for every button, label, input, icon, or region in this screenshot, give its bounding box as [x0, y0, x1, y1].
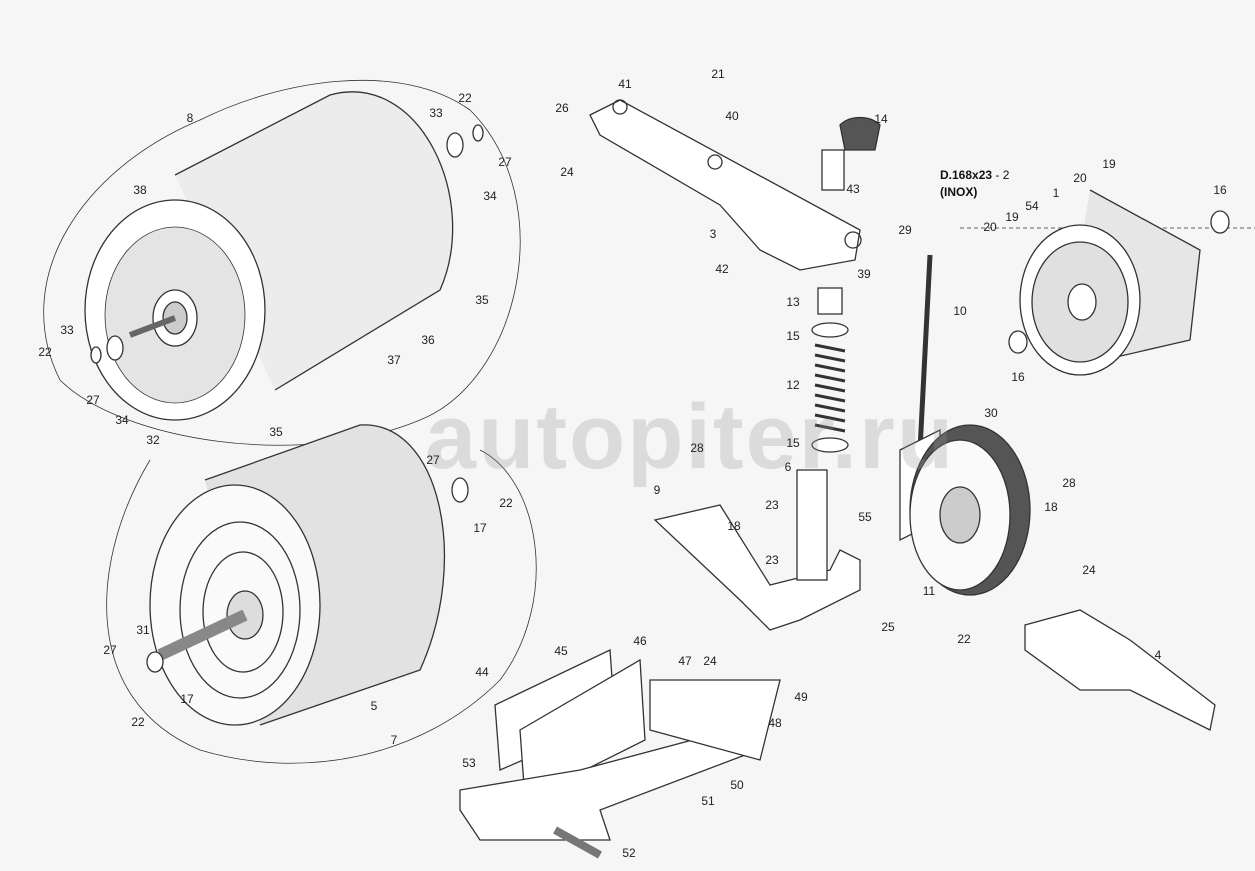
- callout: 52: [622, 846, 636, 860]
- roller-7: [146, 424, 469, 726]
- callout: 12: [786, 378, 800, 392]
- callout: 15: [786, 436, 800, 450]
- callout: 53: [462, 756, 476, 770]
- callout: 27: [498, 155, 512, 169]
- callout: 34: [115, 413, 129, 427]
- callout: 44: [475, 665, 489, 679]
- callout: 9: [653, 483, 661, 497]
- callout: 27: [426, 453, 440, 467]
- callout: 14: [874, 112, 888, 126]
- callout: 33: [429, 106, 443, 120]
- callout: 22: [458, 91, 472, 105]
- callout: 54: [1025, 199, 1039, 213]
- callout: 33: [60, 323, 74, 337]
- callout: 51: [701, 794, 715, 808]
- callout: 38: [133, 183, 147, 197]
- callout: 32: [146, 433, 160, 447]
- callout: 19: [1005, 210, 1019, 224]
- spring-12: [811, 287, 849, 453]
- bracket-assembly: [459, 649, 781, 859]
- callout: 8: [186, 111, 194, 125]
- callout: 34: [483, 189, 497, 203]
- callout: 22: [499, 496, 513, 510]
- callout: 17: [473, 521, 487, 535]
- callout: 39: [857, 267, 871, 281]
- wheel-30: [899, 424, 1031, 596]
- callout: 17: [180, 692, 194, 706]
- callout: 7: [390, 733, 398, 747]
- callout: 22: [131, 715, 145, 729]
- callout: 10: [953, 304, 967, 318]
- drum-8: [84, 91, 484, 421]
- callout: 25: [881, 620, 895, 634]
- callout: 24: [1082, 563, 1096, 577]
- callout: 47: [678, 654, 692, 668]
- callout: 16: [1011, 370, 1025, 384]
- callout: 36: [421, 333, 435, 347]
- callout: 4: [1154, 648, 1162, 662]
- callout: 42: [715, 262, 729, 276]
- inset-qty: - 2: [992, 168, 1010, 182]
- inset-material: (INOX): [940, 185, 978, 199]
- callout: 24: [560, 165, 574, 179]
- inset-drum: [960, 189, 1255, 376]
- callout: 24: [703, 654, 717, 668]
- callout: 23: [765, 498, 779, 512]
- callout: 50: [730, 778, 744, 792]
- callout: 20: [1073, 171, 1087, 185]
- callout: 28: [690, 441, 704, 455]
- inset-code: D.168x23: [940, 168, 993, 182]
- callout: 5: [370, 699, 378, 713]
- callout: 41: [618, 77, 632, 91]
- arm-40: [589, 99, 881, 271]
- bracket-9: [653, 504, 861, 631]
- callout: 35: [475, 293, 489, 307]
- callout: 29: [898, 223, 912, 237]
- callout: 55: [858, 510, 872, 524]
- callout: 49: [794, 690, 808, 704]
- callout: 35: [269, 425, 283, 439]
- callout: 45: [554, 644, 568, 658]
- callout: 27: [86, 393, 100, 407]
- callout: 19: [1102, 157, 1116, 171]
- plate-6: [796, 469, 828, 581]
- callout: 16: [1213, 183, 1227, 197]
- callout: 21: [711, 67, 725, 81]
- callout: 37: [387, 353, 401, 367]
- arm-4: [1024, 609, 1216, 731]
- callout: 23: [765, 553, 779, 567]
- callout: 28: [1062, 476, 1076, 490]
- callout: 11: [922, 584, 936, 598]
- inset-label: D.168x23 - 2 (INOX): [940, 167, 1009, 201]
- callout: 6: [784, 460, 792, 474]
- callout: 26: [555, 101, 569, 115]
- callout: 18: [1044, 500, 1058, 514]
- callout: 18: [727, 519, 741, 533]
- callout: 30: [984, 406, 998, 420]
- rod-10: [917, 254, 933, 451]
- callout: 48: [768, 716, 782, 730]
- watermark: autopiter.ru: [425, 386, 956, 488]
- callout: 22: [38, 345, 52, 359]
- callout: 13: [786, 295, 800, 309]
- callout: 1: [1052, 186, 1060, 200]
- callout: 20: [983, 220, 997, 234]
- callout: 31: [136, 623, 150, 637]
- group-8-outline: [43, 80, 521, 446]
- callout: 3: [709, 227, 717, 241]
- callout: 40: [725, 109, 739, 123]
- callout: 22: [957, 632, 971, 646]
- callout: 46: [633, 634, 647, 648]
- callout: 15: [786, 329, 800, 343]
- group-7-outline: [106, 449, 537, 764]
- callout: 27: [103, 643, 117, 657]
- callout: 43: [846, 182, 860, 196]
